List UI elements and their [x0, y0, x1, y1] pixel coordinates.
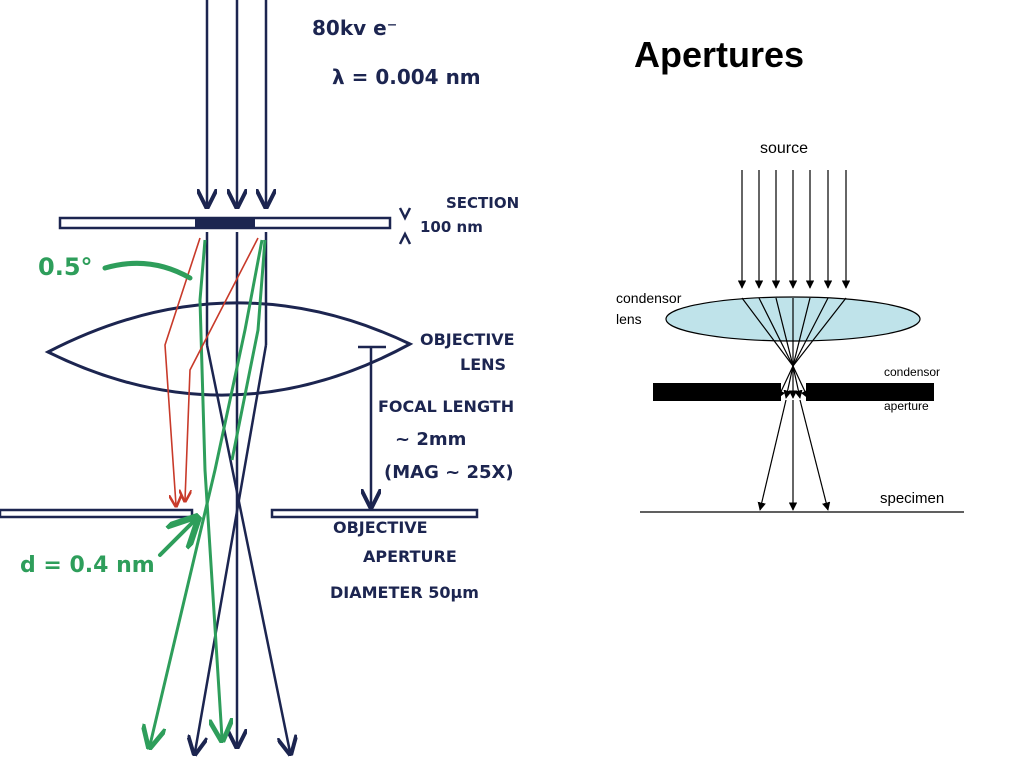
scatter-angle-label: 0.5° [38, 253, 93, 281]
source-label: source [760, 140, 808, 157]
specimen-rays [757, 399, 831, 511]
resolution-connector [158, 520, 195, 557]
wavelength-label: λ = 0.004 nm [332, 65, 481, 89]
condensor-lens-label-line1: condensor [616, 290, 682, 306]
section-thickness-label: 100 nm [420, 218, 483, 236]
condensor-lens-label-line2: lens [616, 311, 642, 327]
section-label: SECTION [446, 194, 519, 212]
thickness-marks [398, 207, 412, 245]
magnification-label: (MAG ~ 25X) [384, 462, 514, 483]
beam-energy-label: 80kv e⁻ [312, 16, 397, 40]
condensor-aperture-label-line2: aperture [884, 399, 929, 413]
angle-connector [102, 260, 193, 281]
objective-aperture-label-line1: OBJECTIVE [333, 518, 428, 537]
transmitted-rays [195, 232, 290, 752]
focal-length-marker [358, 345, 386, 505]
resolution-label: d = 0.4 nm [20, 553, 155, 578]
source-rays [737, 170, 851, 289]
hand-drawn-lens-sketch: 80kv e⁻ λ = 0.004 nm SECTION 100 nm 0.5°… [0, 0, 519, 768]
objective-aperture-label-line2: APERTURE [363, 547, 457, 566]
objective-lens-label-line2: LENS [460, 355, 506, 374]
focal-length-label-line1: FOCAL LENGTH [378, 397, 514, 416]
objective-lens-shape [44, 301, 414, 397]
objective-lens-label-line1: OBJECTIVE [420, 330, 515, 349]
incoming-beam [207, 0, 266, 205]
slide-title: Apertures [634, 34, 805, 75]
objective-aperture-plates [0, 508, 479, 519]
focal-length-label-line2: ~ 2mm [395, 429, 466, 450]
converging-rays [741, 297, 847, 399]
blocked-red-rays [164, 237, 259, 505]
scattered-green-rays [150, 239, 267, 745]
aperture-diameter-label: DIAMETER 50μm [330, 583, 479, 602]
condensor-lens [665, 296, 921, 342]
specimen-label: specimen [880, 490, 944, 507]
condensor-aperture-plates [653, 383, 934, 401]
condensor-aperture-label-line1: condensor [884, 365, 940, 379]
specimen-section [58, 216, 392, 230]
